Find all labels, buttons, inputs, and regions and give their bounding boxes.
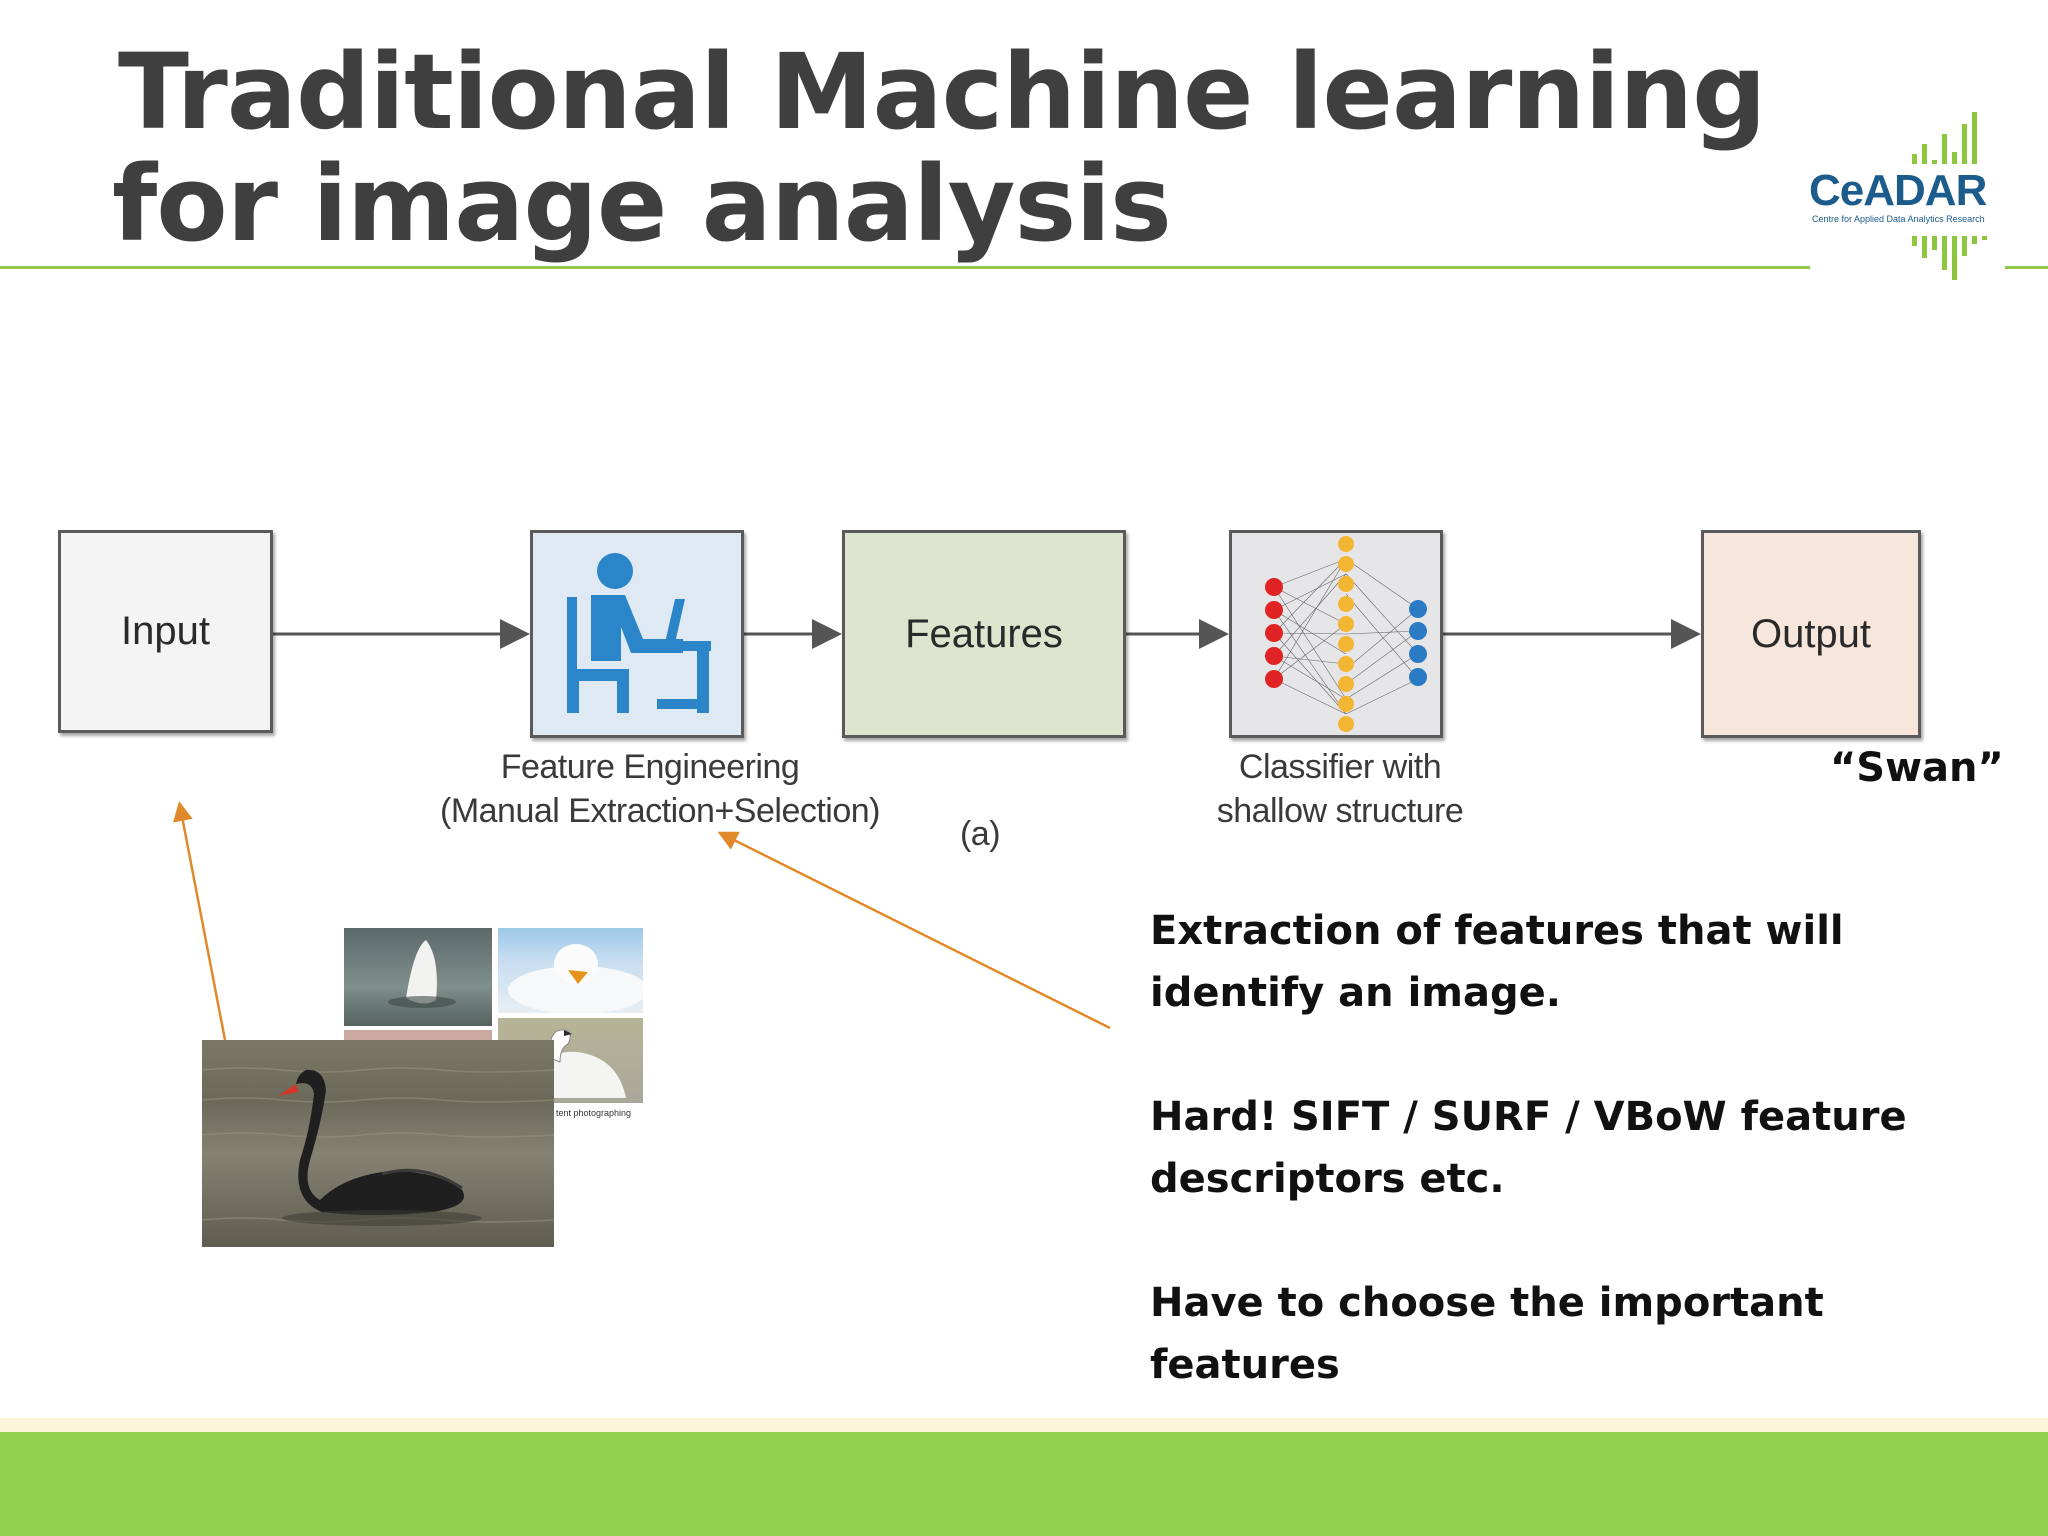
output-box-label: Output	[1750, 611, 1872, 656]
classifier-box	[1229, 530, 1443, 738]
swan-diving-shape	[388, 940, 456, 1008]
title-divider	[0, 266, 1810, 269]
feature-engineering-person-icon	[567, 553, 711, 713]
black-swan-shape	[202, 1067, 554, 1226]
input-box: Input	[58, 530, 273, 733]
feature-engineering-box	[530, 530, 744, 738]
footer-bar	[0, 1432, 2048, 1536]
classifier-caption: Classifier with shallow structure	[1190, 745, 1490, 833]
feature-engineering-caption-line-2: (Manual Extraction+Selection)	[440, 792, 881, 830]
neural-network-icon	[1265, 536, 1427, 732]
swan-photo-resting	[498, 928, 643, 1013]
output-box: Output	[1701, 530, 1921, 738]
output-swan-label: “Swan”	[1830, 745, 2004, 791]
photo-caption-fragment: tent photographing	[556, 1108, 632, 1118]
swan-resting-shape	[508, 944, 643, 1013]
note-hard: Hard! SIFT / SURF / VBoW feature descrip…	[1150, 1094, 1907, 1202]
feature-engineering-caption-line-1: Feature Engineering	[500, 748, 800, 786]
orange-arrow-to-feature-engineering	[717, 831, 1111, 1030]
notes-text: Extraction of features that will identif…	[1150, 900, 2010, 1458]
title-divider-right	[2005, 266, 2048, 269]
swan-photo-pinkish	[344, 1030, 492, 1042]
slide-title-line-1: Traditional Machine learning	[118, 31, 1767, 153]
ceadar-logo: CeADAR Centre for Applied Data Analytics…	[1806, 104, 2010, 284]
note-choose: Have to choose the important features	[1150, 1280, 1824, 1388]
features-box: Features	[842, 530, 1126, 738]
orange-arrow-to-input	[173, 801, 227, 1041]
input-box-label: Input	[121, 609, 210, 653]
black-swan-photo	[202, 1040, 554, 1247]
classifier-caption-line-2: shallow structure	[1216, 792, 1464, 830]
panel-label: (a)	[959, 815, 1001, 853]
swan-photo-diving	[344, 928, 492, 1026]
logo-bars-icon	[1912, 112, 1987, 280]
note-extraction: Extraction of features that will identif…	[1150, 908, 1844, 1016]
feature-engineering-caption: Feature Engineering (Manual Extraction+S…	[440, 745, 881, 833]
features-box-label: Features	[905, 611, 1063, 656]
slide-title-line-2: for image analysis	[112, 143, 1172, 265]
classifier-caption-line-1: Classifier with	[1238, 748, 1442, 786]
footer-highlight	[0, 1418, 2048, 1432]
logo-wordmark: CeADAR	[1809, 166, 1987, 215]
logo-tagline: Centre for Applied Data Analytics Resear…	[1812, 214, 1985, 224]
